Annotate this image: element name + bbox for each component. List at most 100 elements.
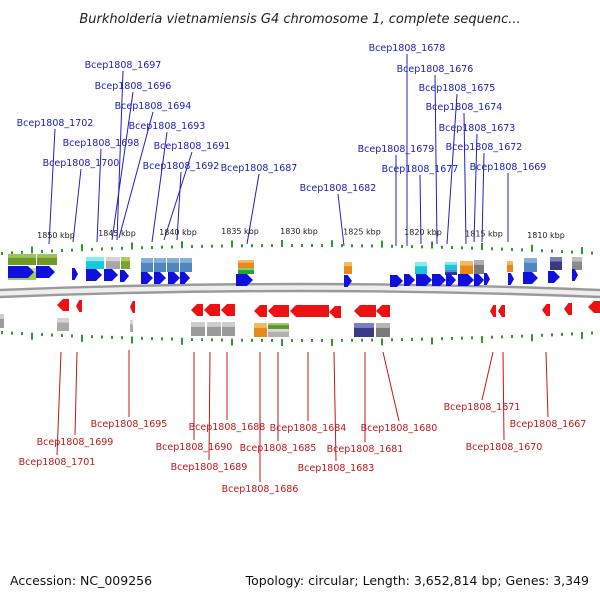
feature-box	[474, 260, 484, 274]
reverse-gene-arrow	[204, 304, 220, 316]
feature-box-highlight	[474, 260, 484, 265]
feature-box-highlight	[550, 257, 562, 262]
leader-line-forward	[118, 111, 154, 239]
feature-box	[344, 262, 352, 274]
feature-box	[445, 262, 457, 270]
forward-gene-arrow	[548, 271, 560, 283]
scale-label: 1820 kbp	[404, 228, 442, 237]
leader-line-forward	[446, 93, 458, 245]
feature-box-highlight	[154, 258, 166, 263]
reverse-gene-arrow	[564, 303, 572, 315]
scale-label: 1850 kbp	[37, 231, 75, 240]
forward-gene-arrow	[236, 274, 253, 286]
feature-box-highlight	[572, 257, 582, 262]
feature-boxes	[0, 254, 582, 337]
gene-label-forward: Bcep1808_1682	[300, 183, 377, 194]
feature-box-highlight	[0, 314, 4, 319]
feature-box-highlight	[207, 322, 221, 327]
reverse-gene-arrow	[290, 305, 329, 317]
gene-label-forward: Bcep1808_1687	[221, 163, 298, 174]
feature-box-highlight	[354, 323, 374, 328]
feature-box-highlight	[121, 257, 130, 262]
forward-gene-arrow	[72, 268, 78, 280]
map-title: Burkholderia vietnamiensis G4 chromosome…	[79, 12, 520, 27]
leader-line-forward	[473, 133, 478, 243]
gene-label-forward: Bcep1808_1698	[63, 138, 140, 149]
feature-box-highlight	[180, 258, 192, 263]
feature-box-highlight	[238, 268, 254, 271]
feature-box	[507, 261, 513, 272]
feature-box	[0, 314, 4, 328]
gene-label-forward: Bcep1808_1691	[154, 141, 231, 152]
genome-summary-text: Topology: circular; Length: 3,652,814 bp…	[245, 573, 589, 588]
reverse-gene-arrow	[254, 305, 267, 317]
gene-label-reverse: Bcep1808_1701	[19, 457, 96, 468]
leader-line-reverse	[545, 351, 549, 418]
feature-box-highlight	[507, 261, 513, 265]
leader-line-forward	[176, 171, 182, 241]
gene-labels: Bcep1808_1697Bcep1808_1696Bcep1808_1694B…	[17, 43, 587, 495]
reverse-gene-arrow	[329, 306, 341, 318]
feature-box	[130, 320, 133, 332]
feature-box-highlight	[460, 261, 473, 266]
gene-label-reverse: Bcep1808_1699	[37, 437, 114, 448]
reverse-gene-arrow	[57, 299, 69, 311]
feature-box	[268, 329, 289, 337]
gene-label-forward: Bcep1808_1702	[17, 118, 94, 129]
feature-box	[572, 257, 582, 270]
gene-label-forward: Bcep1808_1674	[426, 102, 503, 113]
feature-box-highlight	[106, 257, 120, 262]
forward-gene-arrow	[154, 272, 166, 284]
feature-box-highlight	[445, 270, 457, 272]
leader-line-reverse	[208, 351, 211, 461]
scale-label: 1825 kbp	[343, 227, 381, 236]
scale-label: 1810 kbp	[527, 231, 565, 240]
gene-label-reverse: Bcep1808_1685	[240, 443, 317, 454]
leader-line-forward	[434, 74, 438, 245]
gene-label-forward: Bcep1808_1676	[397, 64, 474, 75]
forward-gene-arrow	[458, 274, 474, 286]
reverse-gene-arrow	[490, 305, 496, 317]
gene-label-forward: Bcep1808_1675	[419, 83, 496, 94]
background-layer	[0, 282, 600, 299]
forward-gene-arrow	[86, 269, 102, 281]
reverse-gene-arrow	[76, 300, 82, 312]
gene-label-forward: Bcep1808_1672	[446, 142, 523, 153]
gene-label-forward: Bcep1808_1678	[369, 43, 446, 54]
feature-box	[121, 257, 130, 269]
reverse-gene-arrow	[268, 305, 289, 317]
gene-label-reverse: Bcep1808_1684	[270, 423, 347, 434]
feature-box-highlight	[254, 323, 267, 328]
backbone-line-upper	[0, 282, 600, 292]
feature-box	[238, 268, 254, 274]
gene-label-forward: Bcep1808_1697	[85, 60, 162, 71]
feature-box	[37, 254, 57, 265]
reverse-gene-arrow	[130, 301, 135, 313]
scale-label: 1815 kbp	[465, 229, 503, 238]
gene-label-forward: Bcep1808_1679	[358, 144, 435, 155]
gene-label-reverse: Bcep1808_1695	[91, 419, 168, 430]
gene-label-reverse: Bcep1808_1688	[189, 422, 266, 433]
reverse-gene-arrow	[376, 305, 390, 317]
forward-gene-arrow	[104, 269, 118, 281]
scale-ticks	[1, 240, 593, 346]
reverse-gene-arrow	[498, 305, 505, 317]
forward-gene-arrow	[416, 274, 432, 286]
leader-line-reverse	[333, 351, 337, 462]
gene-label-reverse: Bcep1808_1681	[327, 444, 404, 455]
gene-label-reverse: Bcep1808_1683	[298, 463, 375, 474]
leader-line-reverse	[74, 351, 78, 436]
forward-gene-arrow	[432, 274, 446, 286]
feature-box-highlight	[415, 262, 427, 267]
gene-label-reverse: Bcep1808_1690	[156, 442, 233, 453]
gene-label-forward: Bcep1808_1692	[143, 161, 220, 172]
leader-line-forward	[163, 151, 193, 241]
forward-gene-arrow	[120, 270, 129, 282]
forward-gene-arrow	[523, 272, 538, 284]
gene-arrows	[8, 266, 600, 318]
leader-line-forward	[151, 131, 168, 243]
label-leader-lines	[48, 54, 549, 482]
feature-box	[445, 270, 457, 275]
feature-box-highlight	[376, 323, 390, 328]
